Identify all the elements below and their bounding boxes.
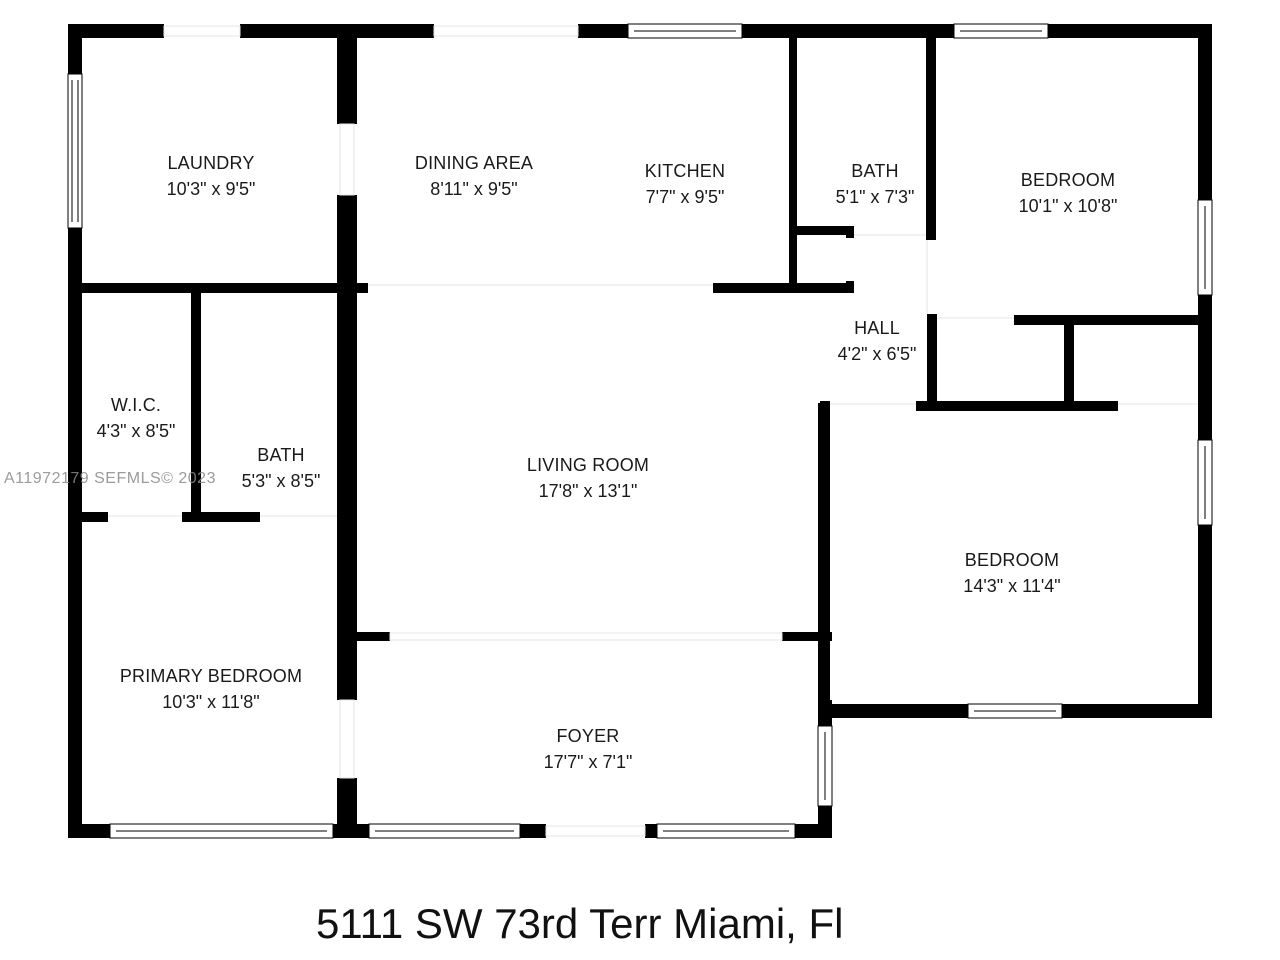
room-name: PRIMARY BEDROOM — [119, 666, 303, 686]
room-name: BEDROOM — [964, 550, 1060, 570]
room-foyer: FOYER 17'7" x 7'1" — [544, 723, 633, 775]
mls-watermark: A11972179 SEFMLS© 2023 — [4, 470, 216, 487]
room-name: LIVING ROOM — [526, 455, 650, 475]
room-bath-upper: BATH 5'1" x 7'3" — [836, 158, 915, 210]
room-dimensions: 5'3" x 8'5" — [241, 471, 321, 491]
room-bedroom-lower: BEDROOM 14'3" x 11'4" — [963, 547, 1060, 599]
room-primary-bedroom: PRIMARY BEDROOM 10'3" x 11'8" — [120, 663, 302, 715]
room-dimensions: 7'7" x 9'5" — [645, 187, 725, 207]
room-dimensions: 8'11" x 9'5" — [430, 179, 518, 199]
room-dimensions: 4'2" x 6'5" — [837, 344, 917, 364]
room-laundry: LAUNDRY 10'3" x 9'5" — [167, 150, 256, 202]
room-name: HALL — [854, 318, 900, 338]
room-living-room: LIVING ROOM 17'8" x 13'1" — [527, 452, 649, 504]
room-bath-left: BATH 5'3" x 8'5" — [242, 442, 321, 494]
room-hall: HALL 4'2" x 6'5" — [838, 315, 917, 367]
openings — [108, 25, 1198, 837]
room-dining-area: DINING AREA 8'11" x 9'5" — [415, 150, 533, 202]
room-name: BEDROOM — [1020, 170, 1116, 190]
room-name: BATH — [257, 445, 305, 465]
room-bedroom-upper: BEDROOM 10'1" x 10'8" — [1019, 167, 1118, 219]
room-name: FOYER — [556, 726, 620, 746]
room-name: W.I.C. — [110, 395, 162, 415]
walls — [68, 24, 1212, 838]
room-dimensions: 10'1" x 10'8" — [1018, 196, 1118, 216]
room-dimensions: 10'3" x 11'8" — [162, 692, 260, 712]
room-dimensions: 5'1" x 7'3" — [835, 187, 915, 207]
windows — [67, 23, 1213, 839]
property-address: 5111 SW 73rd Terr Miami, Fl — [316, 900, 844, 947]
room-name: LAUNDRY — [167, 153, 255, 173]
room-name: KITCHEN — [644, 161, 726, 181]
room-dimensions: 4'3" x 8'5" — [96, 421, 176, 441]
room-name: BATH — [851, 161, 899, 181]
room-dimensions: 14'3" x 11'4" — [963, 576, 1061, 596]
room-dimensions: 10'3" x 9'5" — [166, 179, 256, 199]
room-wic: W.I.C. 4'3" x 8'5" — [97, 392, 176, 444]
room-dimensions: 17'7" x 7'1" — [543, 752, 633, 772]
room-name: DINING AREA — [414, 153, 534, 173]
room-dimensions: 17'8" x 13'1" — [538, 481, 638, 501]
room-kitchen: KITCHEN 7'7" x 9'5" — [645, 158, 725, 210]
